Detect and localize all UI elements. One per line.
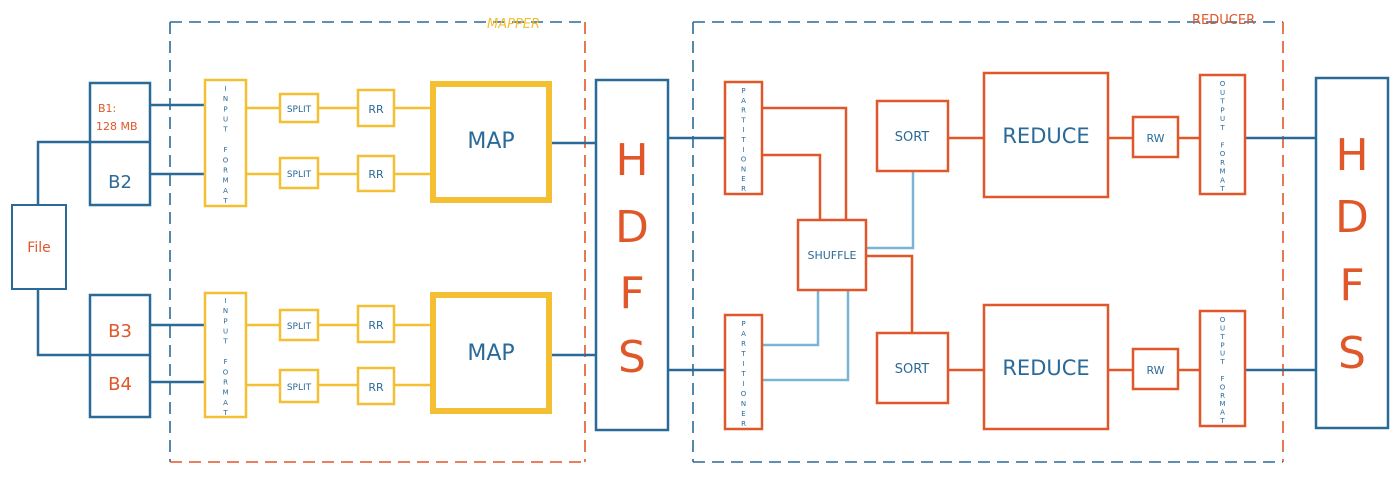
rr-label-2: RR [368, 168, 384, 181]
block-b2-label: B2 [108, 172, 132, 193]
rr-label-1: RR [368, 103, 384, 116]
connectors-yellow [246, 106, 432, 387]
split-label-3: SPLIT [287, 322, 312, 332]
connectors-blue [36, 103, 1316, 384]
hdfs-middle: H D F S [594, 78, 670, 432]
block-b1-size: 128 MB [96, 120, 138, 133]
hdfs-output-letter-h: H [1335, 130, 1368, 181]
hdfs-output-letter-f: F [1339, 260, 1364, 311]
sort-label-1: SORT [895, 130, 930, 145]
file-label: File [27, 240, 50, 256]
split-label-2: SPLIT [287, 170, 312, 180]
rw-label-2: RW [1146, 364, 1164, 377]
sort-top: SORT [875, 99, 950, 173]
hdfs-letter-h: H [615, 135, 648, 186]
reduce-label-1: REDUCE [1002, 124, 1089, 148]
shuffle-node: SHUFFLE [796, 218, 868, 292]
hdfs-letter-f: F [619, 268, 644, 319]
reduce-bottom: REDUCE [982, 303, 1110, 431]
shuffle-label: SHUFFLE [807, 249, 856, 262]
mapper-title: MAPPER [487, 17, 540, 32]
hdfs-output: H D F S [1314, 76, 1390, 430]
connectors-light-blue [762, 172, 915, 382]
rw-top: RW [1131, 115, 1180, 159]
block-b1-label: B1: [98, 102, 116, 115]
rw-bottom: RW [1131, 347, 1180, 391]
reducer-title: REDUCER [1192, 13, 1255, 28]
block-group-bottom: B3 B4 [88, 293, 152, 419]
map-label-2: MAP [467, 341, 514, 366]
block-b4-label: B4 [108, 374, 132, 395]
hdfs-output-letter-d: D [1335, 192, 1369, 243]
hdfs-output-letter-s: S [1338, 328, 1366, 379]
hdfs-letter-d: D [615, 202, 649, 253]
sort-bottom: SORT [875, 331, 950, 405]
mapper-frame [169, 21, 586, 463]
map-label-1: MAP [467, 129, 514, 154]
reduce-top: REDUCE [982, 71, 1110, 199]
sort-label-2: SORT [895, 362, 930, 377]
rr-label-4: RR [368, 381, 384, 394]
connectors-orange [762, 106, 1200, 372]
reduce-label-2: REDUCE [1002, 356, 1089, 380]
hdfs-letter-s: S [618, 332, 646, 383]
block-b3-label: B3 [108, 321, 132, 342]
reducer-frame [692, 21, 1284, 463]
rw-label-1: RW [1146, 132, 1164, 145]
rr-label-3: RR [368, 319, 384, 332]
split-label-4: SPLIT [287, 383, 312, 393]
block-group-top: B1: 128 MB B2 [88, 81, 152, 207]
file-node: File [11, 204, 67, 290]
split-label-1: SPLIT [287, 105, 312, 115]
